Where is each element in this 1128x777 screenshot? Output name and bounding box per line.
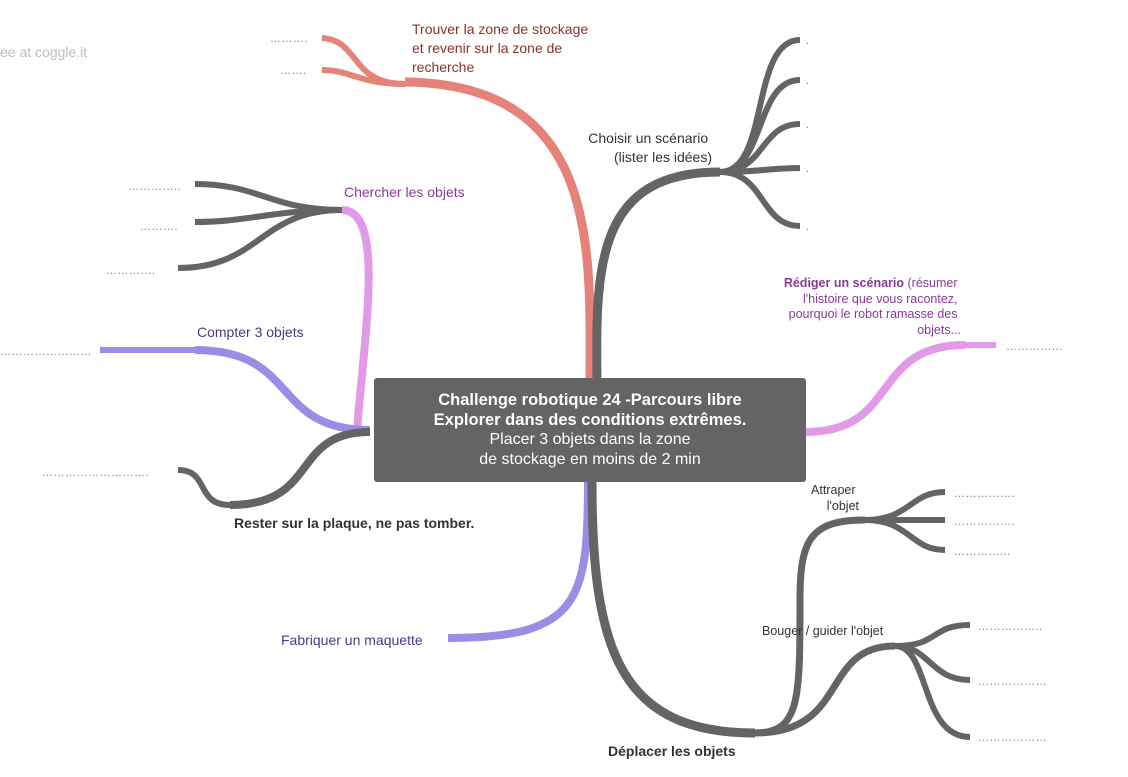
leaf[interactable]: ……………… <box>978 732 1047 744</box>
leaf[interactable]: . <box>806 221 810 233</box>
node-choisir[interactable]: Choisir un scénario (lister les idées) <box>588 130 712 165</box>
branch-rediger[interactable] <box>805 341 996 436</box>
leaf[interactable]: . <box>806 163 810 175</box>
leaf[interactable]: . <box>806 75 810 87</box>
node-deplacer[interactable]: Déplacer les objets <box>608 743 736 759</box>
central-title-2: Explorer dans des conditions extrêmes. <box>433 411 747 429</box>
leaf[interactable]: …………. <box>106 265 156 277</box>
leaf[interactable]: ………. <box>140 221 178 233</box>
node-bouger[interactable]: Bouger / guider l'objet <box>762 624 884 638</box>
node-attraper[interactable]: Attraper l'objet <box>811 483 859 513</box>
branch-chercher[interactable] <box>177 181 373 431</box>
leaf[interactable]: ……………… <box>978 676 1047 688</box>
central-text-2: de stockage en moins de 2 min <box>479 451 701 468</box>
node-fabriquer[interactable]: Fabriquer un maquette <box>281 632 423 648</box>
branch-rester[interactable] <box>177 428 371 509</box>
leaf[interactable]: ………………………. <box>42 467 149 479</box>
node-trouver[interactable]: Trouver la zone de stockage et revenir s… <box>412 21 592 75</box>
leaf[interactable]: …………….. <box>978 621 1043 633</box>
leaf[interactable]: …………………… <box>0 346 92 358</box>
leaf[interactable]: …………... <box>1006 341 1063 353</box>
node-chercher[interactable]: Chercher les objets <box>344 184 465 200</box>
node-compter[interactable]: Compter 3 objets <box>197 324 304 340</box>
node-rester[interactable]: Rester sur la plaque, ne pas tomber. <box>234 515 474 531</box>
leaf[interactable]: . <box>806 35 810 47</box>
central-node[interactable]: Challenge robotique 24 -Parcours libre E… <box>374 378 806 482</box>
branch-trouver[interactable] <box>321 35 595 379</box>
branch-choisir[interactable] <box>592 37 801 379</box>
leaf[interactable]: ……. <box>280 65 307 77</box>
leaf[interactable]: ………. <box>270 33 308 45</box>
central-title-1: Challenge robotique 24 -Parcours libre <box>438 391 742 409</box>
leaf[interactable]: . <box>806 119 810 131</box>
leaf[interactable]: ………….. <box>128 181 181 193</box>
watermark: ee at coggle.it <box>0 44 87 60</box>
node-rediger[interactable]: Rédiger un scénario (résumer l'histoire … <box>784 276 961 337</box>
leaf[interactable]: …………... <box>954 546 1011 558</box>
branch-fabriquer[interactable] <box>447 481 592 642</box>
leaf[interactable]: ……………. <box>954 516 1015 528</box>
branch-deplacer[interactable] <box>587 481 971 740</box>
leaf[interactable]: ……………. <box>954 488 1015 500</box>
branch-compter[interactable] <box>100 346 371 434</box>
central-text-1: Placer 3 objets dans la zone <box>489 431 691 448</box>
